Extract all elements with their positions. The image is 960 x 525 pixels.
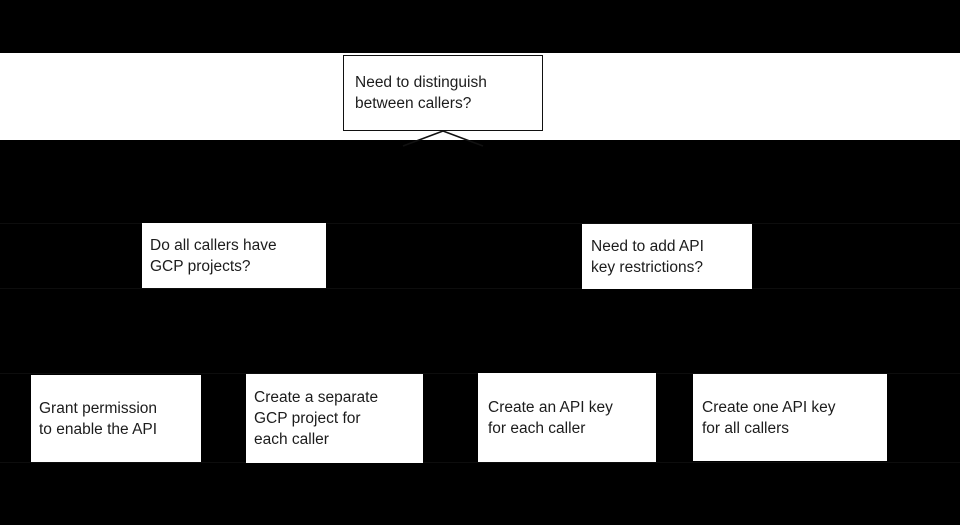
node-need-to-add-api-key-restrictions: Need to add API key restrictions? xyxy=(582,224,752,289)
node-create-api-key-for-each-caller: Create an API key for each caller xyxy=(478,373,656,462)
node-text-line: each caller xyxy=(254,431,329,448)
node-create-separate-gcp-project-per-caller: Create a separate GCP project for each c… xyxy=(246,374,423,463)
row-seam xyxy=(0,288,960,289)
row-seam xyxy=(0,462,960,463)
node-text-line: Create a separate xyxy=(254,389,379,406)
node-text-line: Need to add API xyxy=(591,237,704,255)
node-text-line: Do all callers have xyxy=(150,236,277,254)
node-grant-permission-to-enable-api: Grant permission to enable the API xyxy=(31,375,201,462)
node-text-line: key restrictions? xyxy=(591,258,703,276)
node-text-line: for each caller xyxy=(488,419,586,437)
node-text-line: Grant permission xyxy=(39,399,158,417)
node-text-line: Create an API key xyxy=(488,398,613,416)
node-need-to-distinguish-between-callers: Need to distinguish between callers? xyxy=(343,55,543,131)
node-text-line: GCP projects? xyxy=(150,257,251,275)
node-create-one-api-key-for-all-callers: Create one API key for all callers xyxy=(693,374,887,461)
row-seam xyxy=(0,223,960,224)
node-text-line: Create one API key xyxy=(702,398,836,416)
node-do-all-callers-have-gcp-projects: Do all callers have GCP projects? xyxy=(142,223,326,288)
node-text-line: between callers? xyxy=(355,95,472,112)
node-text-line: GCP project for xyxy=(254,410,361,427)
node-text-line: Need to distinguish xyxy=(355,74,487,91)
node-text-line: for all callers xyxy=(702,419,789,437)
node-text-line: to enable the API xyxy=(39,420,158,438)
